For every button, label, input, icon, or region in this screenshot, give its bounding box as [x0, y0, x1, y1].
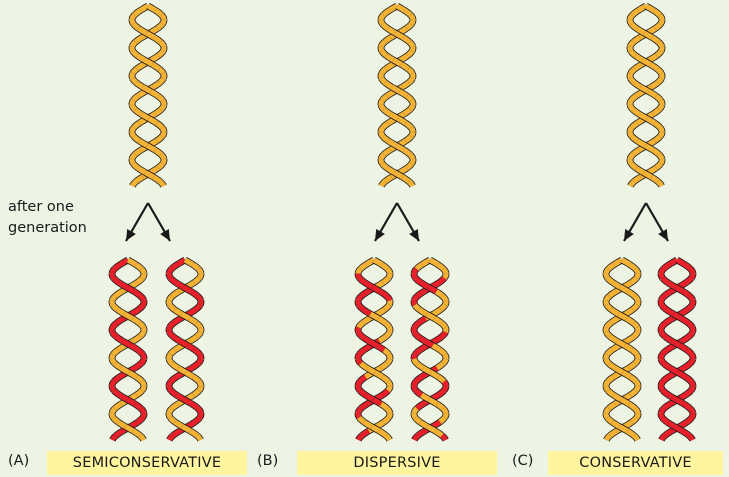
panel-b-model-label: DISPERSIVE	[297, 451, 497, 475]
panel-b-arrow-right	[396, 202, 420, 242]
panel-b-arrow-left	[374, 202, 398, 242]
panel-c-daughter-helix-2	[657, 257, 697, 443]
panel-c-arrow-left	[623, 202, 647, 242]
panel-a-model-label: SEMICONSERVATIVE	[47, 451, 247, 475]
panel-a-daughter-helix-1	[108, 257, 148, 443]
panel-b-parent-helix	[377, 3, 417, 189]
panel-c-daughter-helix-1	[602, 257, 642, 443]
panel-b-daughter-helix-1	[354, 257, 394, 443]
panel-a-parent-helix	[128, 3, 168, 189]
panel-c-model-label: CONSERVATIVE	[548, 451, 723, 475]
panel-c-arrow-right	[645, 202, 669, 242]
panel-c-letter: (C)	[512, 453, 534, 469]
panel-a-daughter-helix-2	[165, 257, 205, 443]
panel-a-letter: (A)	[8, 453, 30, 469]
panel-a-arrow-right	[147, 202, 171, 242]
panel-c-parent-helix	[626, 3, 666, 189]
panel-a-arrow-left	[125, 202, 149, 242]
after-one-generation-label: after one generation	[8, 199, 87, 236]
panel-b-daughter-helix-2	[410, 257, 450, 443]
panel-b-letter: (B)	[257, 453, 279, 469]
